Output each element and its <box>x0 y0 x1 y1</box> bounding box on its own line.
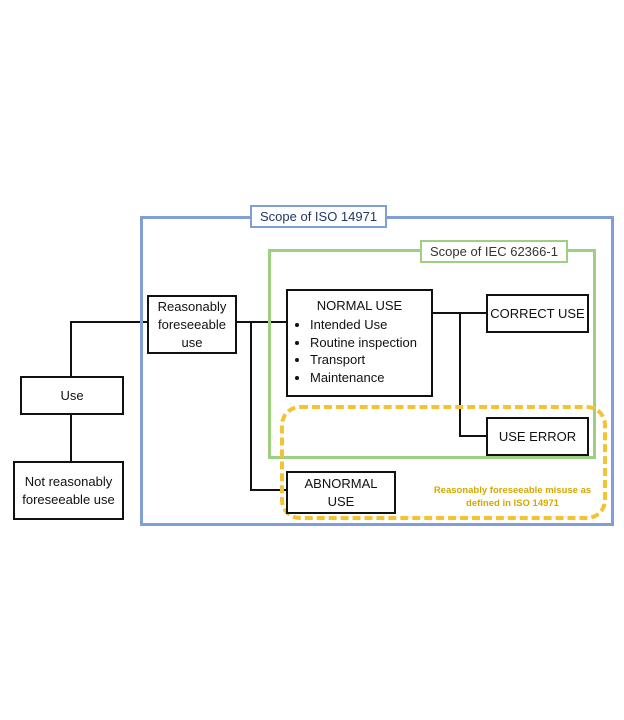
connector-normal-to-error <box>459 313 486 437</box>
normal-use-title: NORMAL USE <box>316 298 403 313</box>
abnormal-use-box: ABNORMAL USE <box>286 471 396 514</box>
use-box: Use <box>20 376 124 415</box>
normal-use-item: Intended Use <box>310 316 425 334</box>
scope-iec-label: Scope of IEC 62366-1 <box>420 240 568 263</box>
connector-reasonably-to-abnormal <box>250 322 286 491</box>
normal-use-box: NORMAL USE Intended Use Routine inspecti… <box>286 289 433 397</box>
misuse-note: Reasonably foreseeable misuse as defined… <box>433 485 592 509</box>
misuse-region <box>280 405 607 520</box>
connector-use-to-reasonably <box>70 321 147 376</box>
normal-use-item: Maintenance <box>310 369 425 387</box>
normal-use-item: Routine inspection <box>310 334 425 352</box>
use-error-box: USE ERROR <box>486 417 589 456</box>
normal-use-list: Intended Use Routine inspection Transpor… <box>294 316 425 386</box>
reasonably-foreseeable-box: Reasonably foreseeable use <box>147 295 237 354</box>
correct-use-box: CORRECT USE <box>486 294 589 333</box>
not-reasonably-foreseeable-box: Not reasonably foreseeable use <box>13 461 124 520</box>
normal-use-item: Transport <box>310 351 425 369</box>
scope-iso-label: Scope of ISO 14971 <box>250 205 388 228</box>
